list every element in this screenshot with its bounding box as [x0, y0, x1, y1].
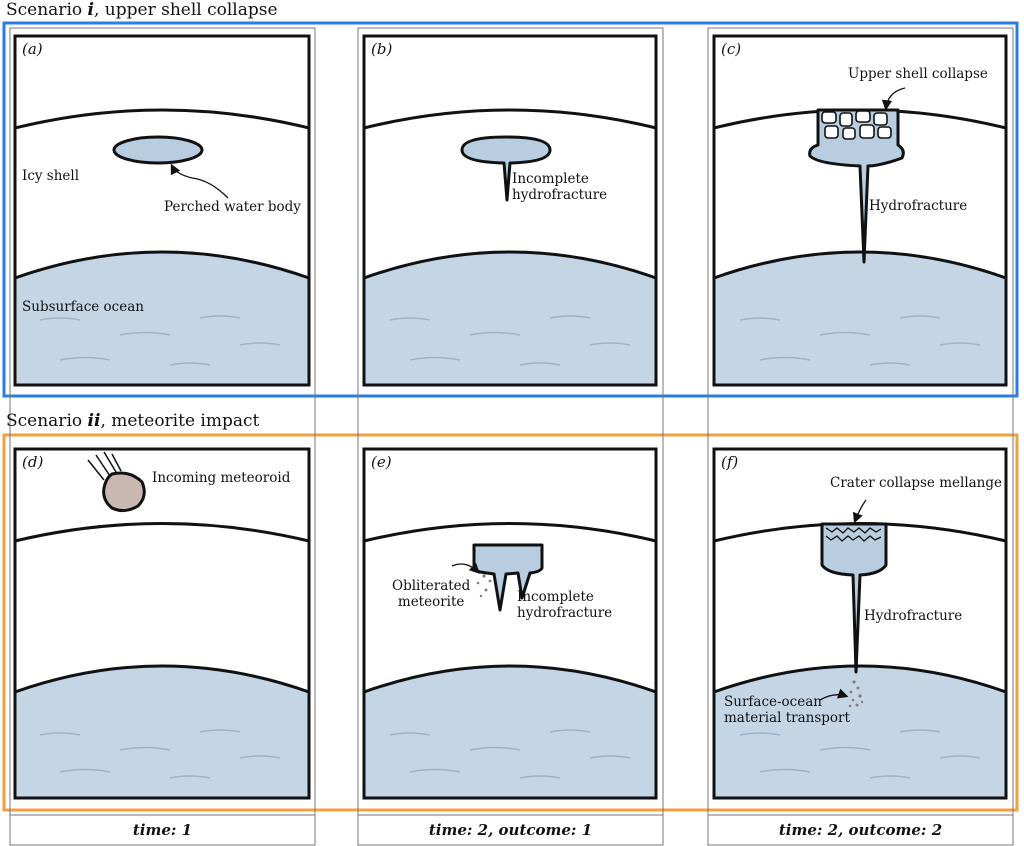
- panel-c-tag: (c): [721, 40, 742, 58]
- ice-surface-e: [363, 522, 657, 543]
- ocean-f: [714, 666, 1006, 798]
- panel-a-frame: [13, 34, 311, 387]
- panel-c: [712, 34, 1008, 387]
- obliterated-meteorite-arrow: [451, 562, 480, 574]
- incoming-meteoroid-label: Incoming meteoroid: [152, 470, 291, 486]
- meteoroid-trail: [87, 451, 122, 481]
- panel-a: [13, 34, 311, 387]
- panel-d: [13, 447, 311, 800]
- meteoroid: [102, 471, 146, 513]
- time-label-3: time: 2, outcome: 2: [778, 821, 943, 839]
- perched-water-label: Perched water body: [164, 199, 301, 215]
- ocean-ripples-a: [39, 315, 281, 366]
- ice-surface-b: [363, 108, 657, 130]
- perched-water-arrow: [170, 163, 229, 199]
- time-box-2: [357, 814, 664, 846]
- collapse-rubble-c: [821, 110, 892, 140]
- panel-e-frame: [362, 447, 658, 800]
- upper-shell-collapse-arrow: [881, 87, 906, 111]
- scenario-i-frame: [2, 21, 1019, 398]
- meteorite-fragments-e: [476, 574, 492, 598]
- ocean-plume-f: [848, 680, 864, 708]
- incomplete-hydrofracture-label-e: Incomplete hydrofracture: [517, 589, 613, 621]
- time-box-1: [9, 814, 316, 846]
- obliterated-meteorite-label: Obliterated meteorite: [392, 578, 471, 610]
- ocean-d: [15, 666, 309, 798]
- transport-arrow: [819, 688, 849, 701]
- ocean-ripples-d: [39, 729, 281, 779]
- scenario-ii-title: Scenario ii, meteorite impact: [6, 411, 260, 431]
- ocean-ripples-c: [739, 315, 981, 366]
- incomplete-hydrofracture-label-b: Incomplete hydrofracture: [512, 171, 608, 203]
- crater-chamber-f: [820, 522, 888, 674]
- panel-b: [362, 34, 658, 387]
- panel-d-tag: (d): [22, 453, 44, 471]
- ocean-ripples-f: [739, 729, 981, 779]
- ocean-boundary-b: [363, 250, 657, 280]
- ocean-ripples-b: [389, 315, 631, 366]
- panel-c-frame: [712, 34, 1008, 387]
- time-label-1: time: 1: [132, 821, 193, 839]
- time-label-2: time: 2, outcome: 1: [428, 821, 593, 839]
- material-transport-label: Surface-ocean material transport: [724, 694, 850, 726]
- ocean-boundary-e: [363, 664, 657, 694]
- collapse-chamber-c: [808, 108, 905, 264]
- ocean-c: [714, 252, 1006, 385]
- subsurface-ocean-label: Subsurface ocean: [22, 299, 144, 315]
- ocean-e: [364, 666, 656, 798]
- crater-collapse-label: Crater collapse mellange: [830, 475, 1003, 491]
- panel-b-tag: (b): [371, 40, 393, 58]
- time-box-3: [707, 814, 1014, 846]
- ocean-b: [364, 252, 656, 385]
- ocean-boundary-c: [713, 250, 1007, 280]
- scenario-i-title: Scenario i, upper shell collapse: [6, 0, 278, 20]
- panel-d-frame: [13, 447, 311, 800]
- upper-shell-collapse-label: Upper shell collapse: [848, 66, 988, 82]
- ocean-ripples-e: [389, 729, 631, 779]
- crater-mellange-f: [825, 527, 882, 542]
- panel-e: [362, 447, 658, 800]
- ice-surface-d: [14, 522, 310, 543]
- ocean-boundary-a: [14, 250, 310, 280]
- scenario-ii-frame: [2, 433, 1019, 812]
- ocean-boundary-d: [14, 664, 310, 694]
- panel-f: [712, 447, 1008, 800]
- perched-water-body: [112, 135, 204, 165]
- panel-e-tag: (e): [371, 453, 392, 471]
- crater-collapse-arrow: [852, 499, 867, 524]
- ocean-a: [15, 252, 309, 385]
- panel-f-tag: (f): [721, 453, 739, 471]
- icy-shell-label: Icy shell: [22, 168, 80, 184]
- hydrofracture-label-c: Hydrofracture: [869, 198, 968, 214]
- ocean-boundary-f: [713, 664, 1007, 694]
- panel-f-frame: [712, 447, 1008, 800]
- panel-a-tag: (a): [22, 40, 43, 58]
- ice-surface-a: [14, 108, 310, 130]
- panel-b-frame: [362, 34, 658, 387]
- hydrofracture-label-f: Hydrofracture: [864, 608, 963, 624]
- water-body-with-crack-b: [460, 135, 552, 202]
